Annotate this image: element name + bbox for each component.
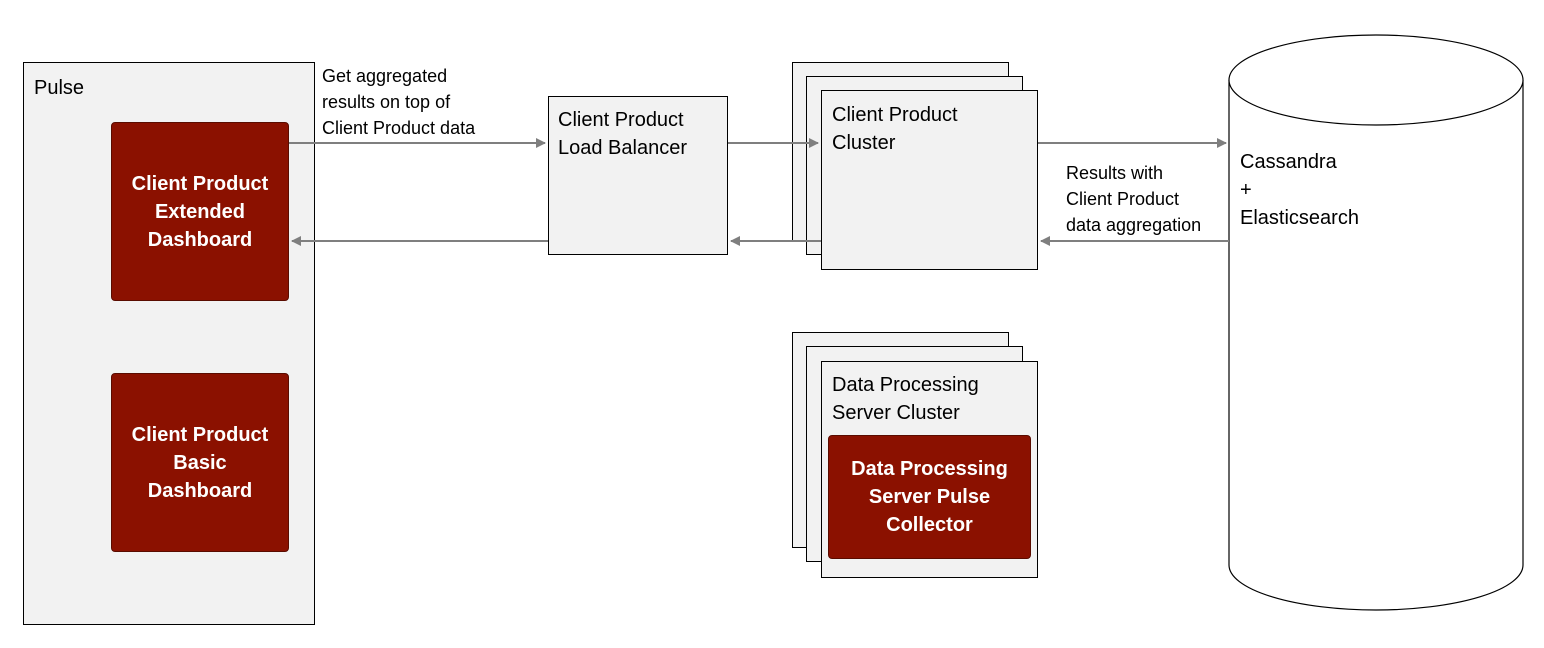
response-annotation: Results with Client Product data aggrega… [1066, 163, 1202, 235]
pulse-title: Pulse [34, 77, 85, 99]
extended-dashboard-node[interactable]: Client Product Extended Dashboard [111, 122, 289, 301]
load-balancer-label: Client Product Load Balancer [558, 109, 687, 159]
client-product-cluster-node[interactable] [821, 90, 1038, 270]
load-balancer-node[interactable] [548, 96, 728, 255]
client-product-cluster-label: Client Product Cluster [832, 104, 958, 154]
request-annotation: Get aggregated results on top of Client … [322, 66, 476, 138]
database-cylinder[interactable] [1228, 34, 1524, 611]
database-label: Cassandra + Elasticsearch [1240, 151, 1359, 229]
data-processing-cluster-label: Data Processing Server Cluster [832, 374, 979, 424]
pulse-collector-node[interactable]: Data Processing Server Pulse Collector [828, 435, 1031, 559]
basic-dashboard-node[interactable]: Client Product Basic Dashboard [111, 373, 289, 552]
